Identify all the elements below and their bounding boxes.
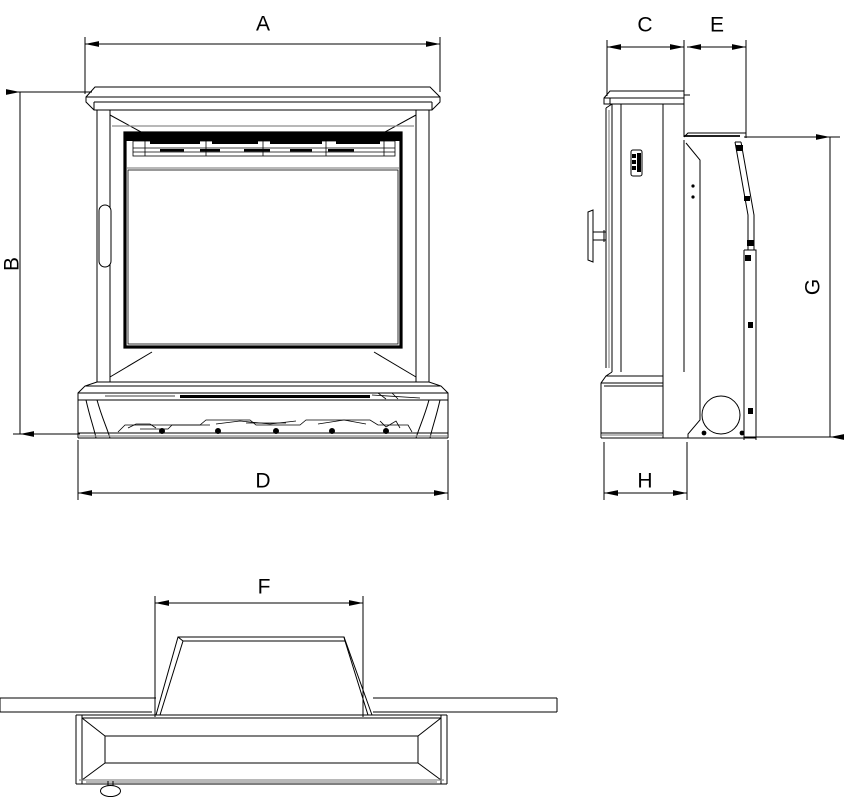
- dimension-label-E: E: [710, 14, 724, 37]
- dimension-label-G: G: [802, 279, 825, 295]
- firebox-opening: [123, 131, 403, 349]
- side-plinth: [601, 372, 700, 438]
- dimension-D: D: [77, 440, 449, 500]
- dimension-H: H: [603, 442, 688, 500]
- front-mantel-cap: [86, 87, 440, 110]
- side-rear-box: [684, 133, 746, 372]
- side-door-handle: [588, 210, 606, 262]
- dimension-label-A: A: [256, 13, 270, 36]
- dimension-A: A: [84, 13, 441, 94]
- plan-base-tray: [76, 715, 447, 784]
- dimension-G: G: [744, 134, 844, 440]
- dimension-label-F: F: [258, 576, 271, 599]
- side-view: [588, 91, 756, 440]
- dimension-label-C: C: [637, 14, 652, 37]
- dimension-label-B: B: [1, 257, 24, 271]
- dimension-E: E: [687, 14, 747, 138]
- front-surround-frame: [97, 110, 429, 382]
- side-rear-lower: [688, 372, 756, 438]
- dimension-B: B: [1, 89, 92, 437]
- dimension-F: F: [154, 576, 364, 717]
- firebox-grille: [127, 140, 399, 169]
- plan-wall-flange: [0, 698, 557, 712]
- side-body: [606, 104, 684, 372]
- dimension-label-H: H: [637, 470, 652, 493]
- dimension-C: C: [606, 14, 685, 96]
- plan-hood-trapezoid: [156, 637, 372, 715]
- firebox-glass-panel: [127, 169, 399, 345]
- plan-view: [0, 637, 557, 797]
- front-grate-detail: [117, 419, 413, 434]
- side-diagonal-strut: [735, 142, 756, 440]
- side-latch-hardware: [630, 149, 643, 177]
- front-door-handle: [98, 204, 112, 268]
- dimension-label-D: D: [255, 470, 270, 493]
- front-view: [78, 87, 448, 438]
- plan-levelling-foot: [100, 781, 121, 797]
